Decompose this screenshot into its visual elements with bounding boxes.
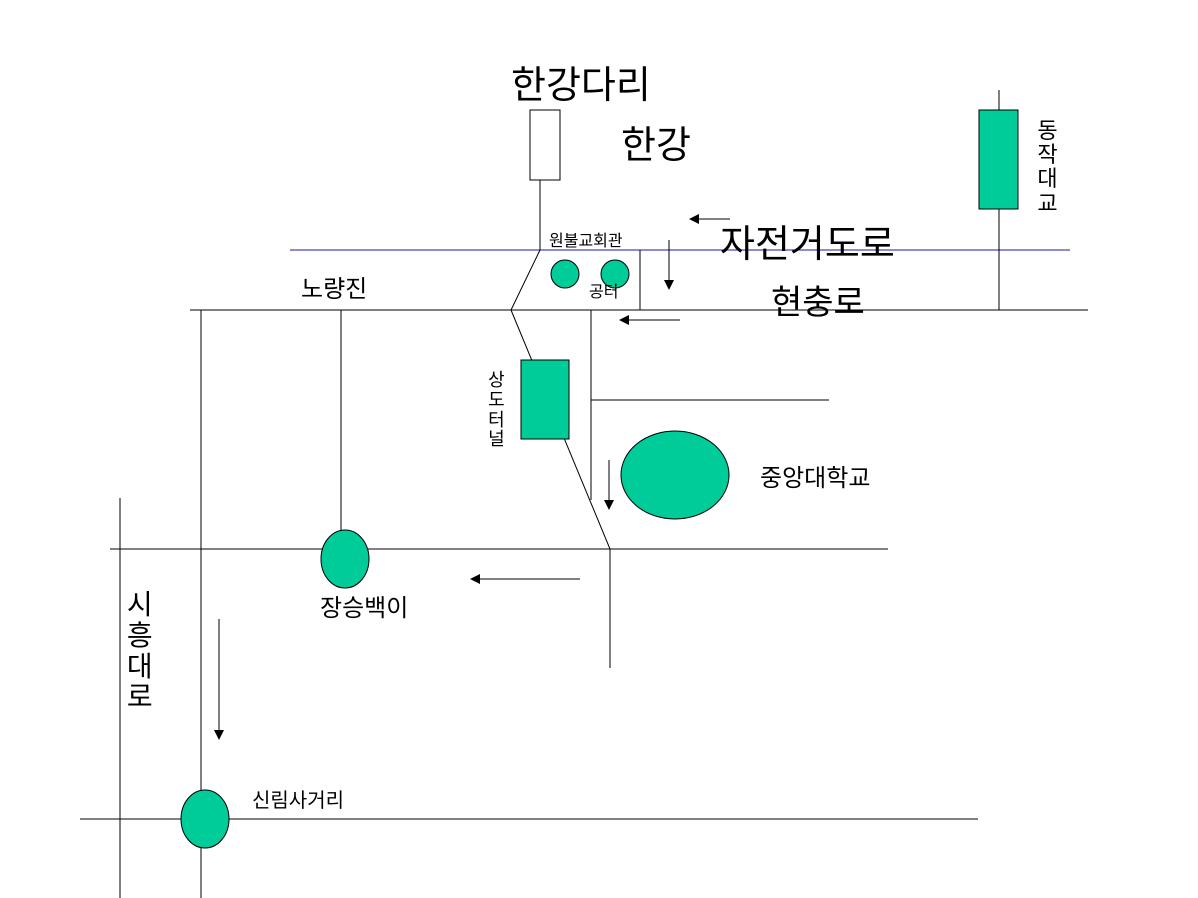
- sillim-intersection-label: 신림사거리: [252, 788, 344, 812]
- hyeonchung-ro-label: 현충로: [771, 283, 865, 323]
- park-label: 공터: [589, 282, 619, 301]
- chungang-univ-label: 중앙대학교: [760, 464, 871, 492]
- sangdo-tunnel-box: [520, 359, 570, 440]
- bridge-ramp: [510, 249, 541, 311]
- sangdo-tunnel-label: 상도터널: [488, 370, 505, 451]
- siheung-daero-label: 시흥대로: [126, 588, 153, 714]
- dongjak-bridge-label: 동작대교: [1037, 119, 1058, 217]
- bike-road-label: 자전거도로: [720, 222, 895, 266]
- hangang-bridge-box: [529, 109, 561, 181]
- dongjak-bridge-box: [978, 109, 1019, 210]
- chungang-univ-marker: [620, 430, 730, 520]
- hangang-label: 한강: [621, 123, 691, 167]
- noryangjin-label: 노량진: [301, 275, 368, 303]
- wonbul-hall-label: 원불교회관: [549, 231, 623, 250]
- hangang-bridge-label: 한강다리: [511, 63, 651, 107]
- jangseungbaegi-label: 장승백이: [320, 594, 409, 622]
- wonbul-hall-marker: [550, 259, 580, 289]
- jangseungbaegi-marker: [320, 529, 370, 589]
- sillim-marker: [180, 789, 230, 849]
- park-marker: [600, 259, 630, 289]
